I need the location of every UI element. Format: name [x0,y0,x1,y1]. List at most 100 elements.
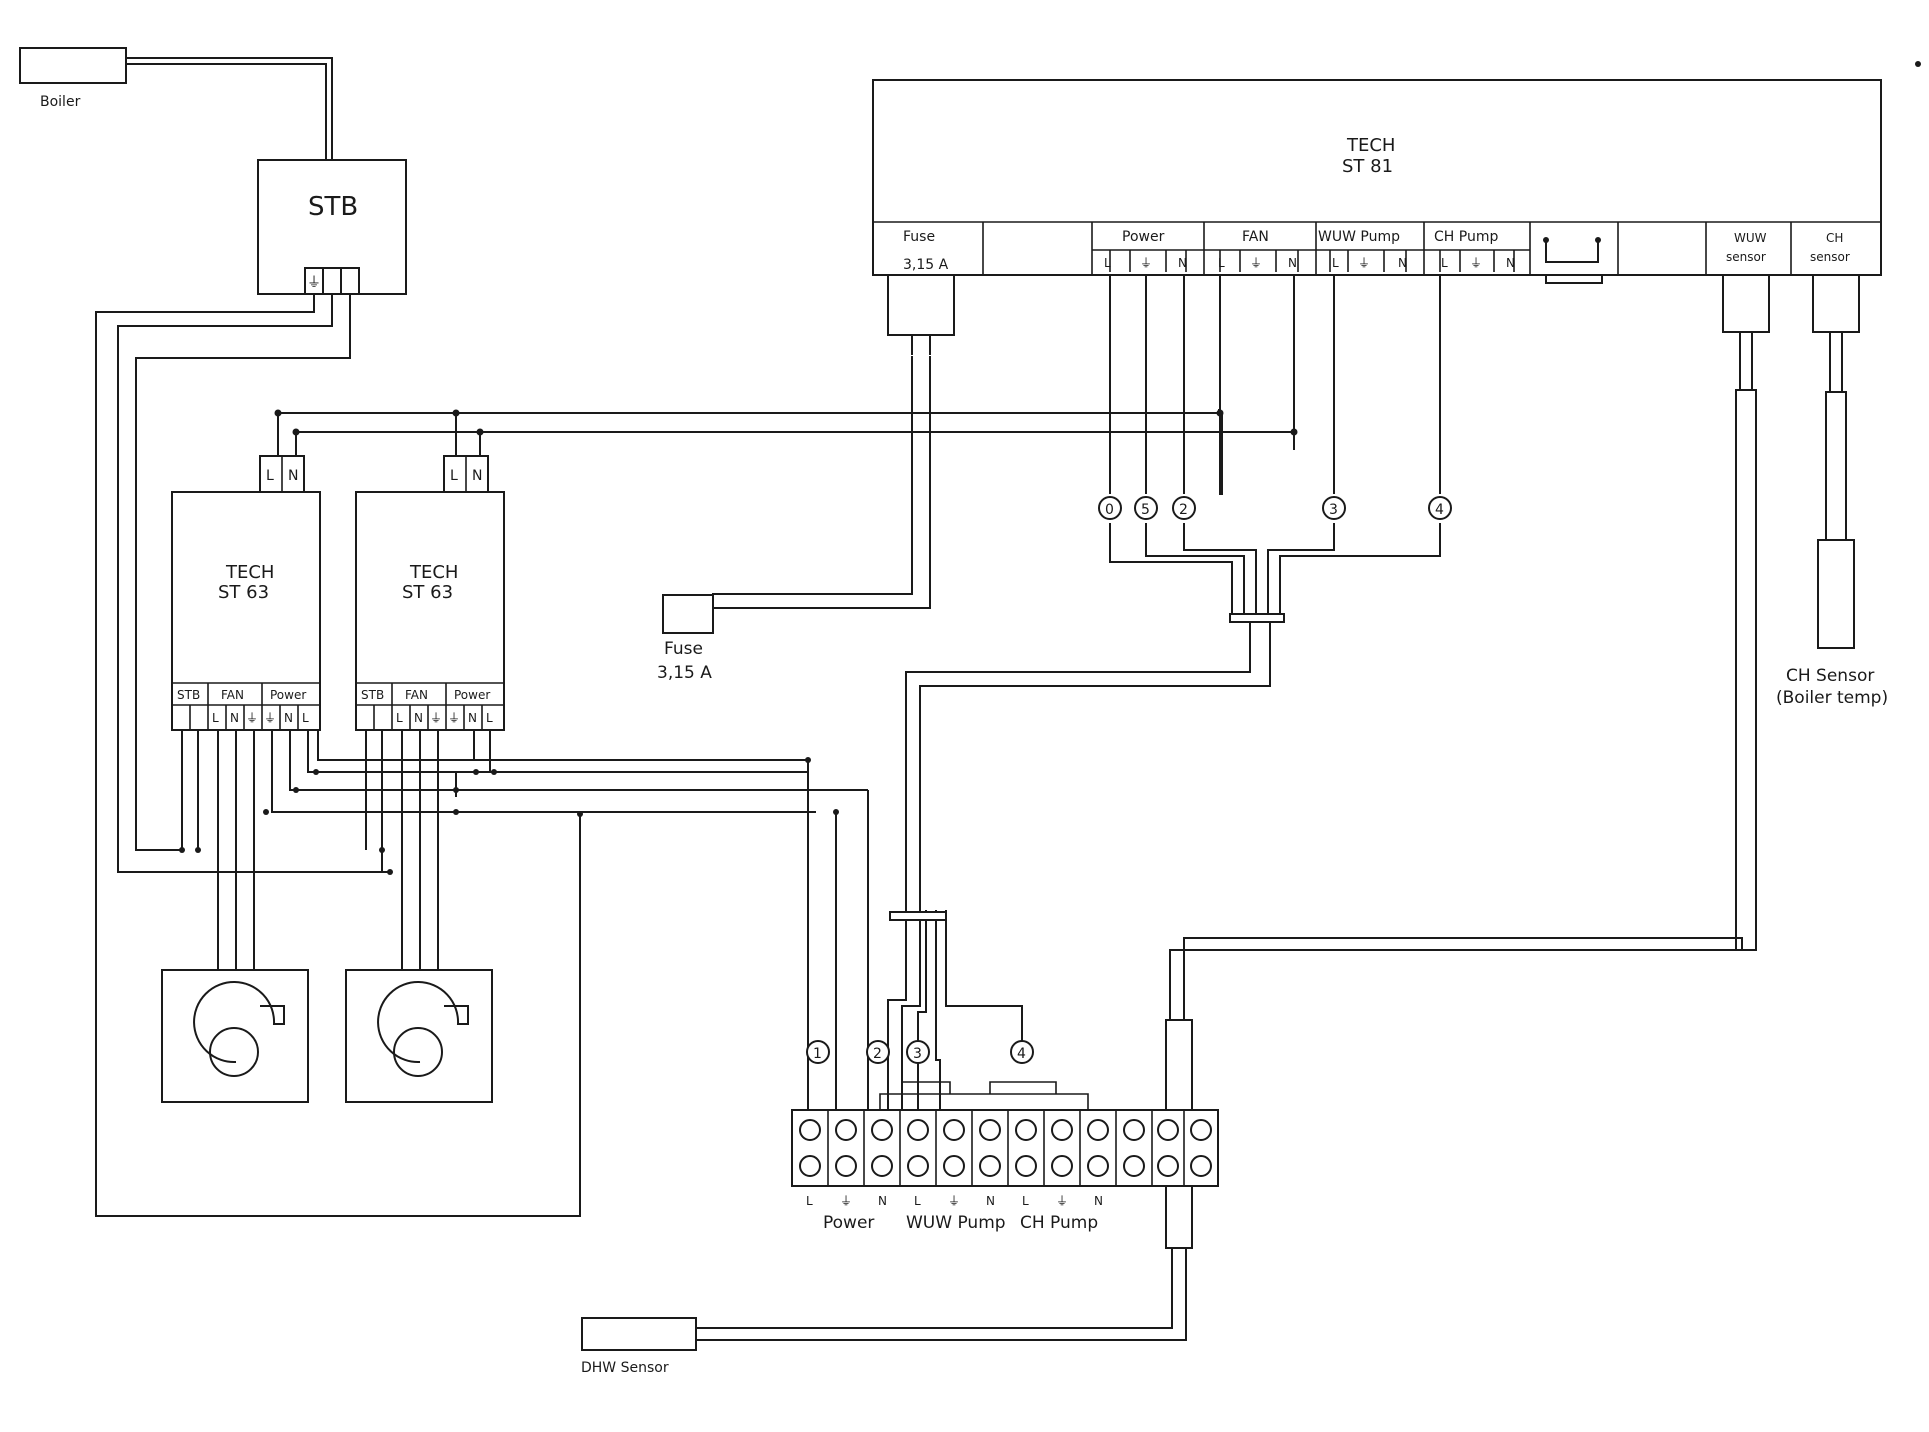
ch-sensor-label-1: CH Sensor [1786,666,1874,686]
wire-marker-2-top: 2 [1172,496,1196,520]
stb-earth-terminal: ⏚ [307,275,321,291]
st81-ch-earth: ⏚ [1470,256,1482,270]
st81-power-label: Power [1122,229,1165,245]
st81-ch-n: N [1506,256,1515,270]
fuse-unit: Fuse 3,15 A [657,594,714,683]
stb-label: STB [308,192,358,222]
st63-left-n-top: N [288,468,298,484]
stb-unit: STB ⏚ [257,159,407,295]
st81-power-n: N [1178,256,1187,270]
boiler-label: Boiler [40,94,81,110]
fuse-value: 3,15 A [657,663,712,683]
tb-ch-pump-label: CH Pump [1020,1213,1098,1233]
st81-wuw-pump-label: WUW Pump [1318,229,1400,245]
st63-left-l-top: L [266,468,274,484]
st63-right-power: Power [454,688,490,702]
wire-marker-0: 0 [1098,496,1122,520]
svg-text:3: 3 [1329,502,1338,518]
tb-letter-9: N [1094,1194,1103,1208]
svg-text:L: L [212,711,219,725]
svg-text:⏚: ⏚ [430,711,442,725]
st81-fan-earth: ⏚ [1250,256,1262,270]
svg-text:⏚: ⏚ [448,711,460,725]
svg-text:N: N [468,711,477,725]
ch-sensor-probe: CH Sensor (Boiler temp) [1776,539,1888,708]
tb-letter-8: ⏚ [1056,1194,1068,1208]
st63-right-n-top: N [472,468,482,484]
wire-marker-3-bottom: 3 [906,1040,930,1064]
svg-text:N: N [230,711,239,725]
st81-fan-l: L [1218,256,1225,270]
dhw-sensor-label: DHW Sensor [581,1360,669,1376]
st81-power-earth: ⏚ [1140,256,1152,270]
st81-title-line2: ST 81 [1342,156,1393,177]
terminal-block: L ⏚ N L ⏚ N L ⏚ N Power WUW Pump CH Pump [791,1109,1219,1233]
ch-sensor-label-2: (Boiler temp) [1776,688,1888,708]
svg-text:1: 1 [813,1046,822,1062]
st63-left-stb: STB [177,688,200,702]
st81-wuw-sensor-label-1: WUW [1734,231,1767,245]
wire-marker-4-bottom: 4 [1010,1040,1034,1064]
svg-text:⏚: ⏚ [264,711,276,725]
tb-letter-4: L [914,1194,921,1208]
st81-ch-sensor-label-1: CH [1826,231,1843,245]
st81-wuw-n: N [1398,256,1407,270]
st81-wuw-l: L [1332,256,1339,270]
st81-ch-sensor-label-2: sensor [1810,250,1850,264]
st63-left-title-1: TECH [225,562,274,583]
svg-text:N: N [284,711,293,725]
tb-power-label: Power [823,1213,874,1233]
st63-left-title-2: ST 63 [218,582,269,603]
st63-right-title-2: ST 63 [402,582,453,603]
fan-right: L N ⏚ [345,969,493,1103]
wire-marker-1: 1 [806,1040,830,1064]
wire-marker-3-top: 3 [1322,496,1346,520]
st81-fuse-label: Fuse [903,229,935,245]
tb-letter-1: L [806,1194,813,1208]
tb-letter-3: N [878,1194,887,1208]
st81-title-line1: TECH [1346,135,1395,156]
st81-wuw-earth: ⏚ [1358,256,1370,270]
fan-left: L N ⏚ [161,969,309,1103]
st81-ch-pump-label: CH Pump [1434,229,1498,245]
st81-fuse-value: 3,15 A [903,257,949,273]
st63-right-fan: FAN [405,688,428,702]
svg-text:2: 2 [1179,502,1188,518]
st81-power-l: L [1104,256,1111,270]
boiler-probe: Boiler [19,47,127,110]
svg-text:3: 3 [913,1046,922,1062]
svg-text:⏚: ⏚ [246,711,258,725]
st63-right-controller: L N TECH ST 63 STB FAN Power L N ⏚ ⏚ N L [355,455,505,731]
st63-right-title-1: TECH [409,562,458,583]
st81-ch-l: L [1441,256,1448,270]
svg-text:5: 5 [1141,502,1150,518]
wire-marker-2-bottom: 2 [866,1040,890,1064]
st81-fan-label: FAN [1242,229,1269,245]
dhw-sensor-probe: DHW Sensor [581,1317,697,1376]
tb-wuw-pump-label: WUW Pump [906,1213,1006,1233]
st63-left-controller: L N TECH ST 63 STB FAN Power L N ⏚ ⏚ N L [171,455,321,731]
svg-text:L: L [302,711,309,725]
svg-text:2: 2 [873,1046,882,1062]
st81-controller: TECH ST 81 Fuse 3,15 A Power FAN WUW P [872,79,1882,336]
st63-left-power: Power [270,688,306,702]
svg-text:4: 4 [1017,1046,1026,1062]
tb-letter-2: ⏚ [840,1194,852,1208]
svg-text:0: 0 [1105,502,1114,518]
wire-marker-4-top: 4 [1428,496,1452,520]
tb-letter-5: ⏚ [948,1194,960,1208]
svg-text:L: L [486,711,493,725]
st63-right-stb: STB [361,688,384,702]
st81-wuw-sensor-label-2: sensor [1726,250,1766,264]
st63-left-fan: FAN [221,688,244,702]
wire-marker-5: 5 [1134,496,1158,520]
tb-letter-7: L [1022,1194,1029,1208]
tb-letter-6: N [986,1194,995,1208]
fuse-label: Fuse [664,639,703,659]
svg-text:4: 4 [1435,502,1444,518]
st81-fan-n: N [1288,256,1297,270]
svg-text:N: N [414,711,423,725]
st63-right-l-top: L [450,468,458,484]
svg-text:L: L [396,711,403,725]
